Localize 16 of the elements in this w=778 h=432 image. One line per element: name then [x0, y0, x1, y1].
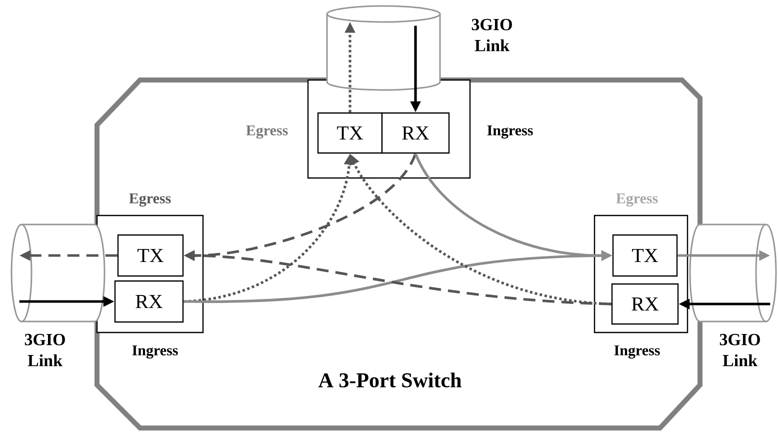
port-cell: TX [612, 234, 678, 277]
port-cell: TX [317, 112, 383, 154]
ingress-label: Ingress [614, 345, 660, 359]
ingress-label: Ingress [487, 125, 533, 139]
egress-label: Egress [616, 193, 658, 207]
port-cell: TX [117, 234, 184, 277]
egress-label: Egress [246, 125, 288, 139]
ingress-label: Ingress [132, 345, 178, 359]
port-cell: RX [611, 283, 679, 325]
port-cell: RX [114, 280, 184, 323]
port-cell: RX [381, 112, 450, 154]
link-label: 3GIO Link [24, 334, 65, 366]
switch-title: A 3-Port Switch [318, 372, 462, 388]
link-label: 3GIO Link [472, 18, 512, 52]
link-label: 3GIO Link [720, 334, 760, 366]
egress-label: Egress [129, 193, 171, 207]
